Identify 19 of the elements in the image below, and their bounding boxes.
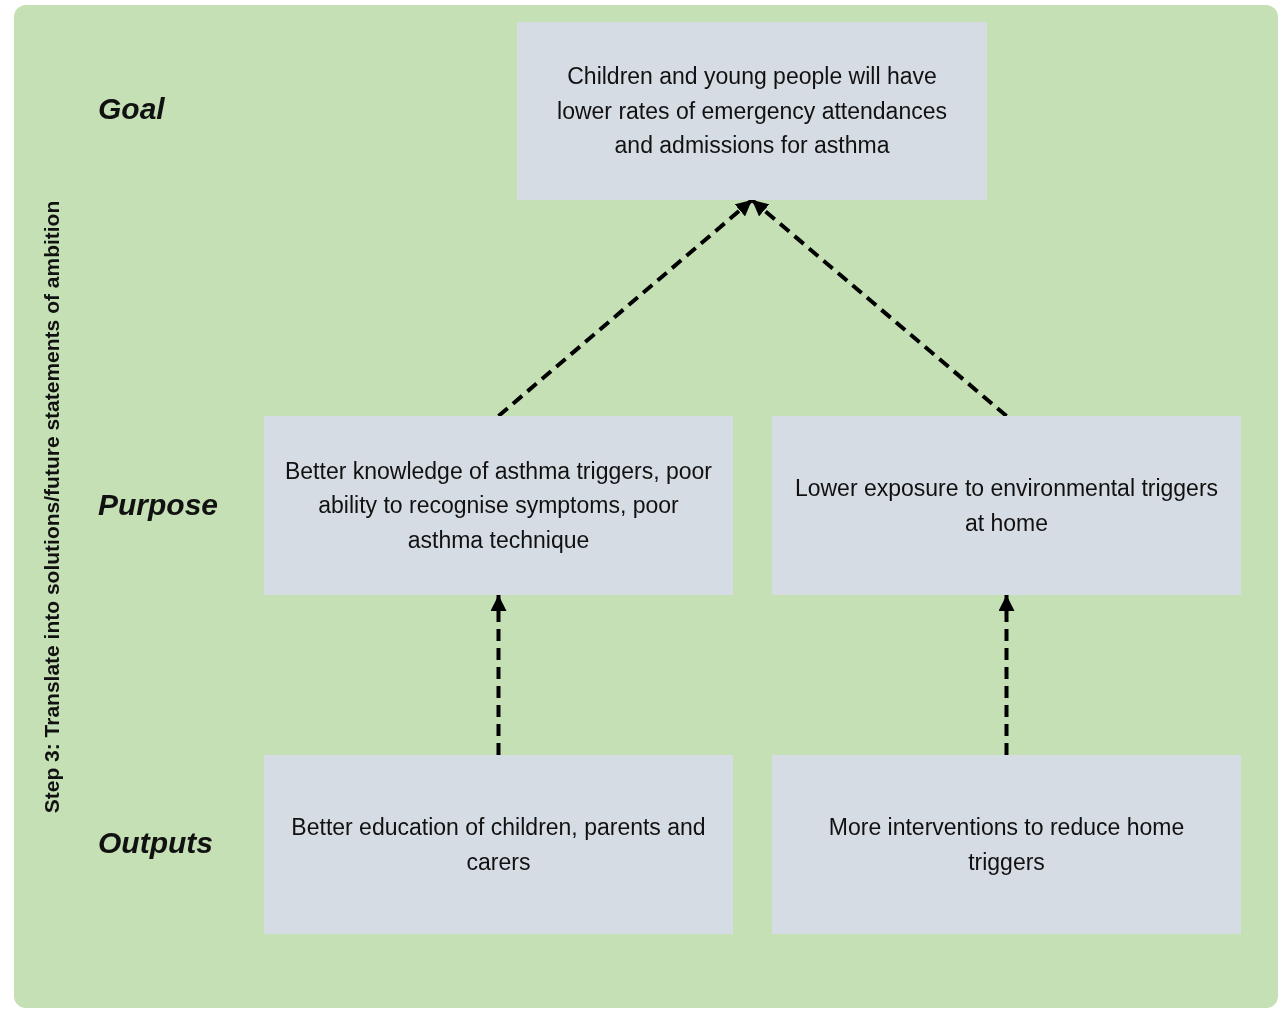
statement-box (264, 416, 733, 595)
panel-background (14, 5, 1278, 1008)
dashed-arrow (490, 595, 507, 755)
statement-text: More interventions to reduce home triggers (827, 813, 1186, 877)
row-label: Goal (98, 92, 165, 126)
statement-box (772, 416, 1241, 595)
row-label: Purpose (98, 488, 219, 522)
statement-text: Better education of children, parents and carers (290, 813, 707, 877)
statement-text: Better knowledge of asthma triggers, poor ability to recognise symptoms, poor asthma technique (284, 456, 713, 555)
dashed-arrow (497, 198, 754, 418)
dashed-arrow (750, 198, 1008, 418)
statement-text: Lower exposure to environmental triggers at home (793, 474, 1220, 538)
statement-box (517, 22, 987, 200)
statement-box (772, 755, 1241, 934)
row-label: Outputs (98, 826, 213, 860)
statement-text: Children and young people will have lower rates of emergency attendances and admissions for asthma (556, 62, 948, 161)
dashed-arrow (998, 595, 1015, 755)
step-heading: Step 3: Translate into solutions/future statements of ambition (39, 200, 64, 814)
statement-box (264, 755, 733, 934)
